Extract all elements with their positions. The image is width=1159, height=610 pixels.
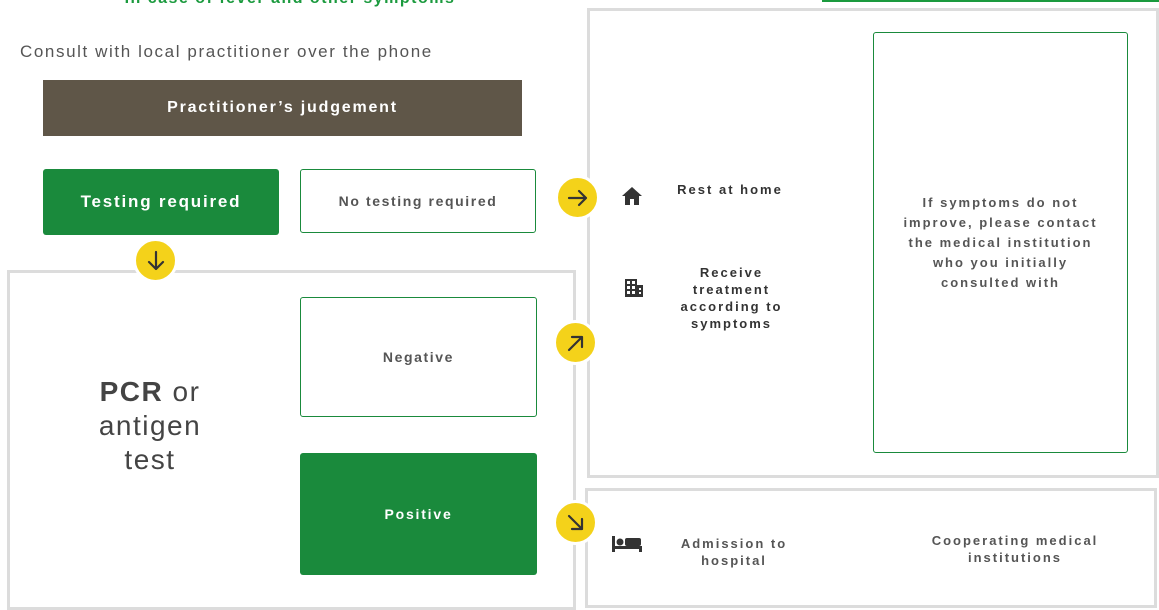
negative-label: Negative: [382, 349, 455, 365]
arrow-up-right-icon: [553, 320, 598, 365]
home-icon: [620, 184, 644, 208]
pcr-antigen-test-label: PCR or antigen test: [60, 375, 240, 477]
consult-text: Consult with local practitioner over the…: [20, 42, 433, 61]
testing-required-label: Testing required: [80, 192, 242, 211]
arrow-down-icon: [133, 238, 178, 283]
arrow-down-right-icon: [553, 500, 598, 545]
admission-label: Admission to hospital: [680, 536, 788, 568]
pcr-test: test: [124, 444, 176, 475]
testing-required-box: Testing required: [43, 169, 279, 235]
positive-box: Positive: [300, 453, 537, 575]
if-symptoms-label: If symptoms do not improve, please conta…: [903, 194, 1098, 290]
hospital-building-icon: [622, 275, 646, 299]
if-symptoms-box: If symptoms do not improve, please conta…: [873, 32, 1128, 453]
pcr-antigen: antigen: [98, 410, 202, 441]
negative-box: Negative: [300, 297, 537, 417]
practitioner-judgement-label: Practitioner’s judgement: [167, 99, 398, 116]
no-testing-required-label: No testing required: [338, 193, 498, 209]
practitioner-judgement-box: Practitioner’s judgement: [43, 80, 522, 136]
no-testing-required-box: No testing required: [300, 169, 536, 233]
top-banner-text: In case of fever and other symptoms: [0, 0, 580, 8]
bed-icon: [611, 530, 643, 554]
positive-label: Positive: [384, 506, 453, 522]
receive-treatment-label: Receive treatment according to symptoms: [680, 265, 783, 331]
arrow-right-icon: [555, 175, 600, 220]
pcr-bold: PCR: [99, 376, 164, 407]
rest-at-home-label: Rest at home: [677, 182, 783, 197]
top-right-tab-edge: [822, 0, 1159, 2]
pcr-or: or: [172, 376, 201, 407]
cooperating-institutions-label: Cooperating medical institutions: [931, 533, 1099, 565]
